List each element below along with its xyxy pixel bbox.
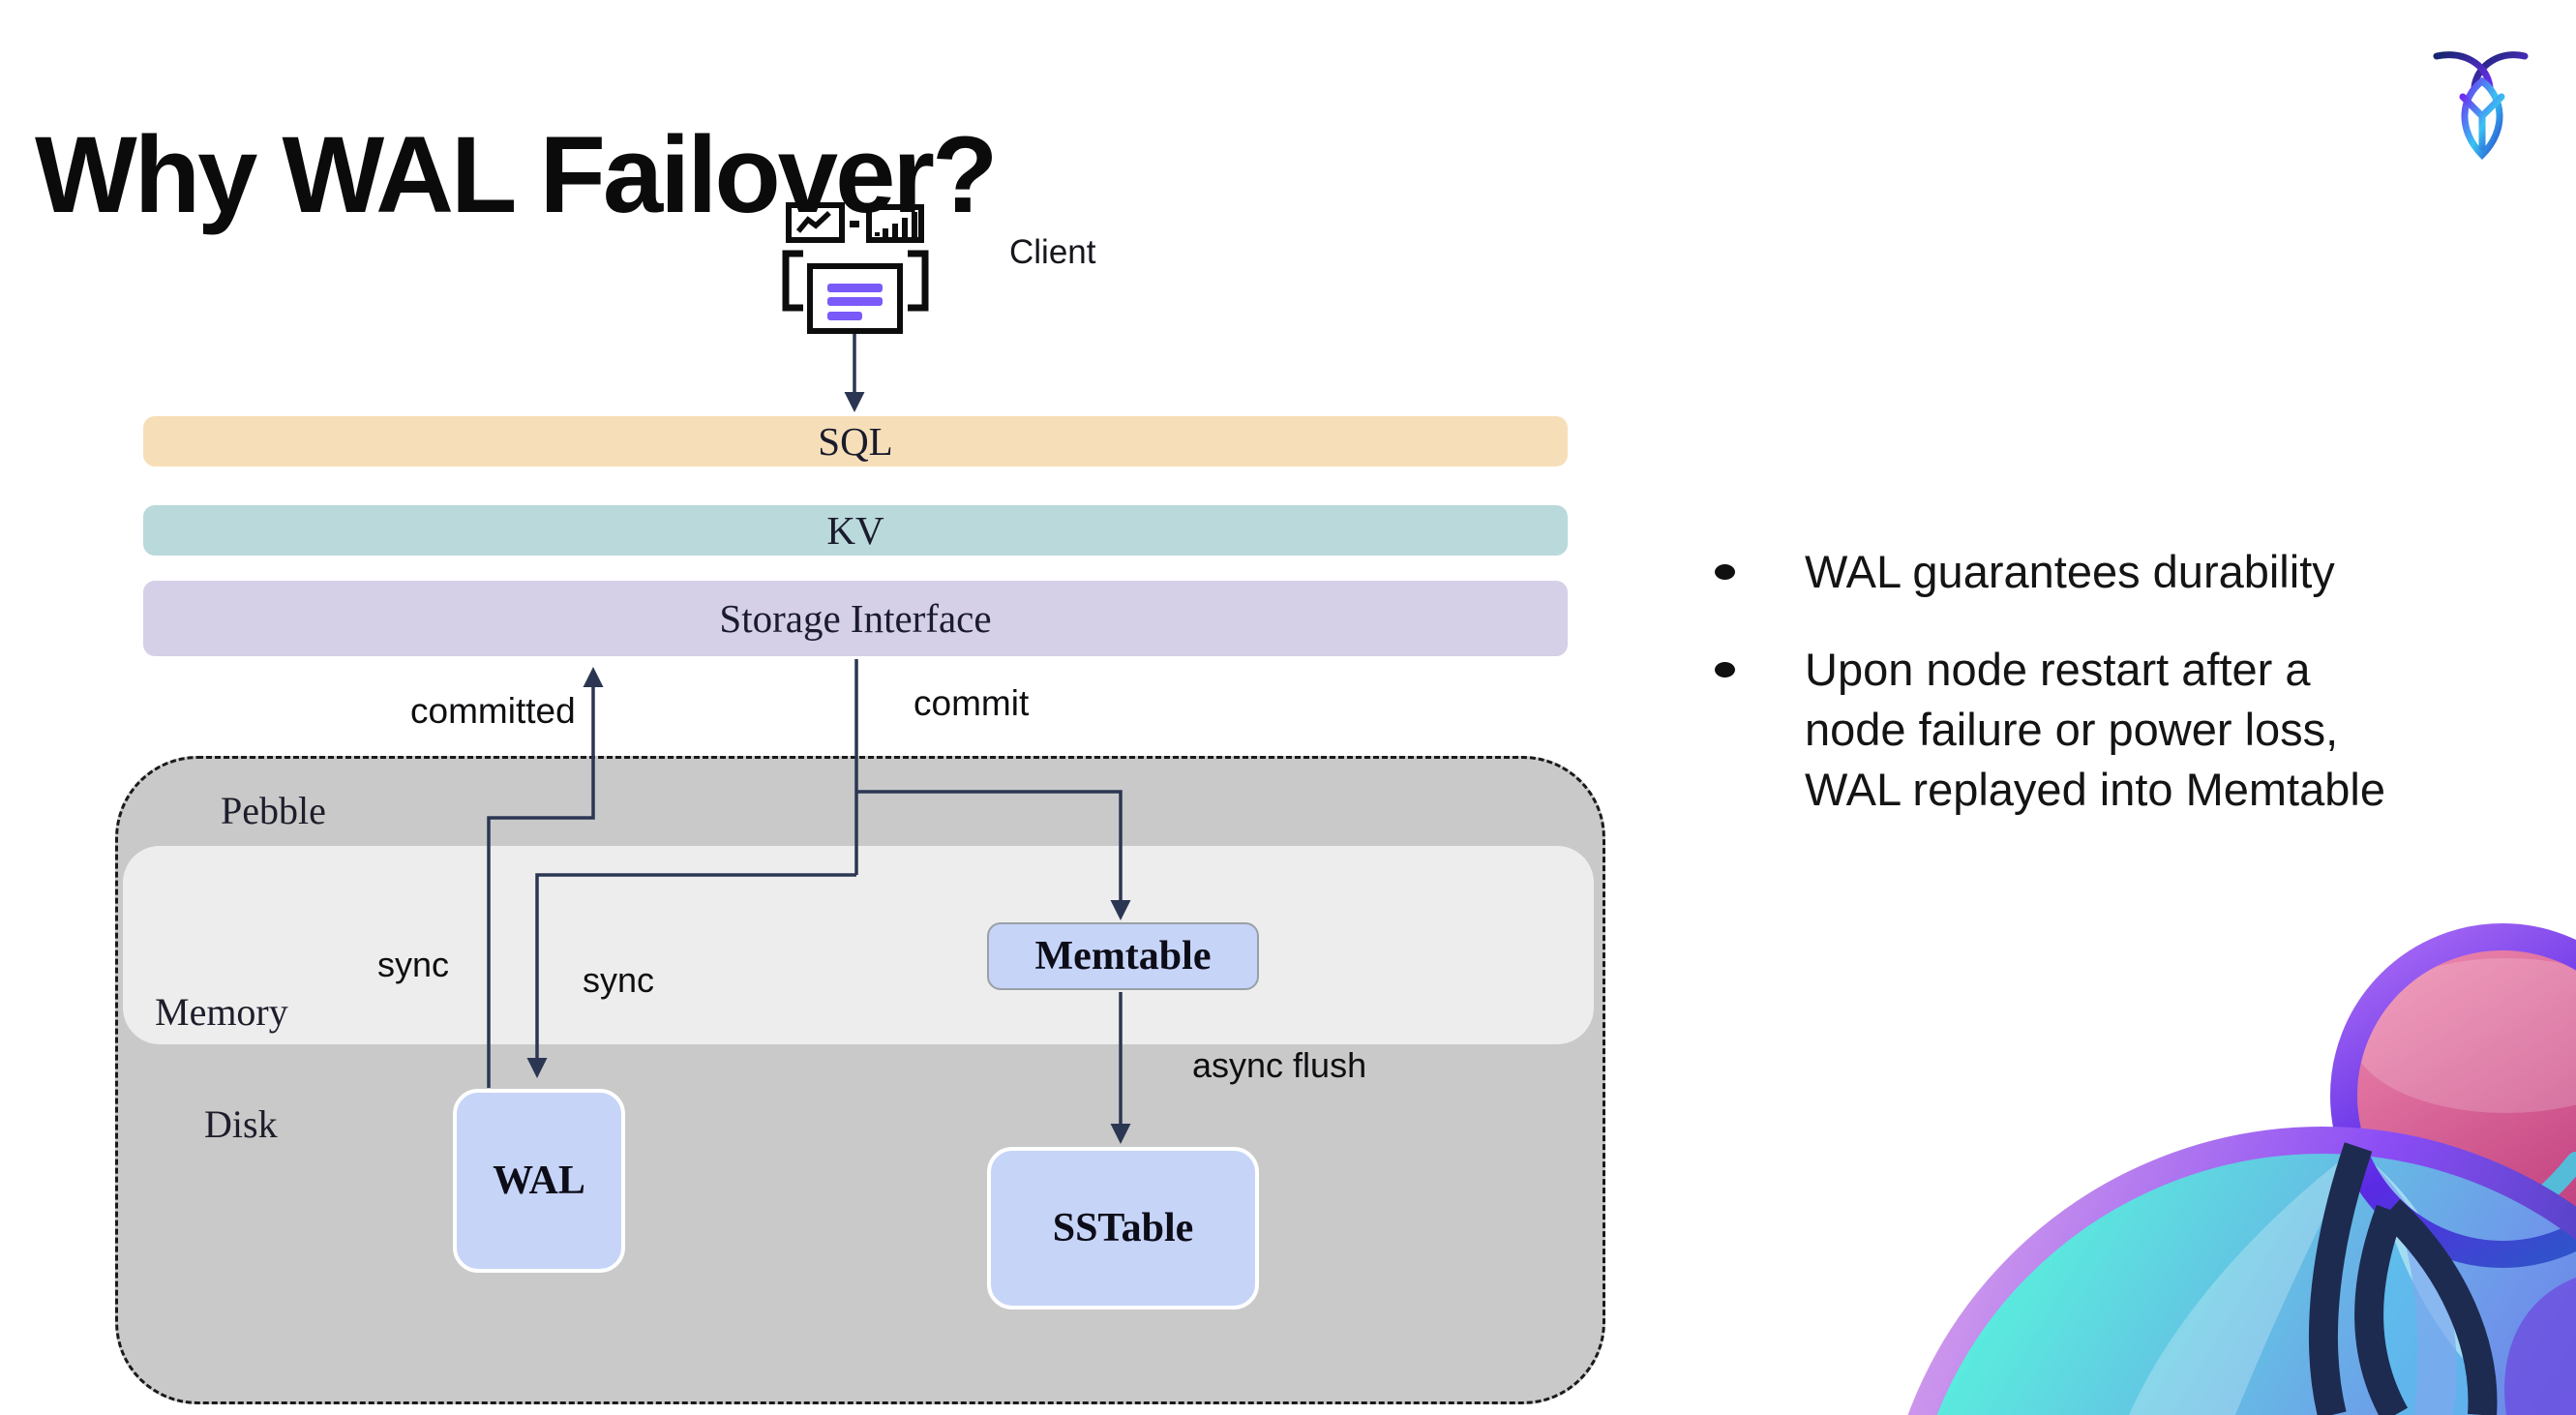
layer-kv: KV	[143, 505, 1568, 556]
client-icon	[782, 202, 929, 334]
edge-label-commit: commit	[914, 683, 1030, 723]
layer-storage-label: Storage Interface	[719, 596, 992, 641]
wal-node: WAL	[453, 1089, 625, 1273]
bullet-2-text: Upon node restart after a node failure o…	[1805, 644, 2385, 815]
brand-graphic-decoration	[1907, 923, 2576, 1415]
cockroachdb-logo-icon	[2433, 51, 2529, 160]
client-label: Client	[1009, 233, 1096, 271]
sstable-node: SSTable	[987, 1147, 1259, 1310]
layer-sql: SQL	[143, 416, 1568, 467]
edge-label-sync-right: sync	[583, 960, 655, 1000]
bullet-list: WAL guarantees durability Upon node rest…	[1715, 542, 2518, 858]
bullet-1-text: WAL guarantees durability	[1805, 546, 2335, 597]
memtable-label: Memtable	[1034, 934, 1212, 978]
layer-storage-interface: Storage Interface	[143, 581, 1568, 656]
page-title: Why WAL Failover?	[35, 114, 998, 236]
memory-region	[123, 846, 1594, 1044]
disk-label: Disk	[204, 1102, 278, 1146]
bullet-dot-icon	[1715, 662, 1735, 677]
bullet-dot-icon	[1715, 564, 1735, 580]
edge-label-sync-left: sync	[377, 945, 450, 984]
list-item: WAL guarantees durability	[1715, 542, 2518, 602]
sstable-label: SSTable	[1052, 1206, 1194, 1250]
list-item: Upon node restart after a node failure o…	[1715, 640, 2518, 820]
layer-sql-label: SQL	[818, 419, 893, 464]
layer-kv-label: KV	[826, 508, 884, 553]
pebble-label: Pebble	[221, 789, 326, 832]
edge-label-committed: committed	[410, 691, 576, 731]
memory-label: Memory	[155, 990, 288, 1034]
wal-label: WAL	[493, 1159, 585, 1203]
edge-label-async-flush: async flush	[1192, 1045, 1367, 1085]
memtable-node: Memtable	[987, 922, 1259, 990]
